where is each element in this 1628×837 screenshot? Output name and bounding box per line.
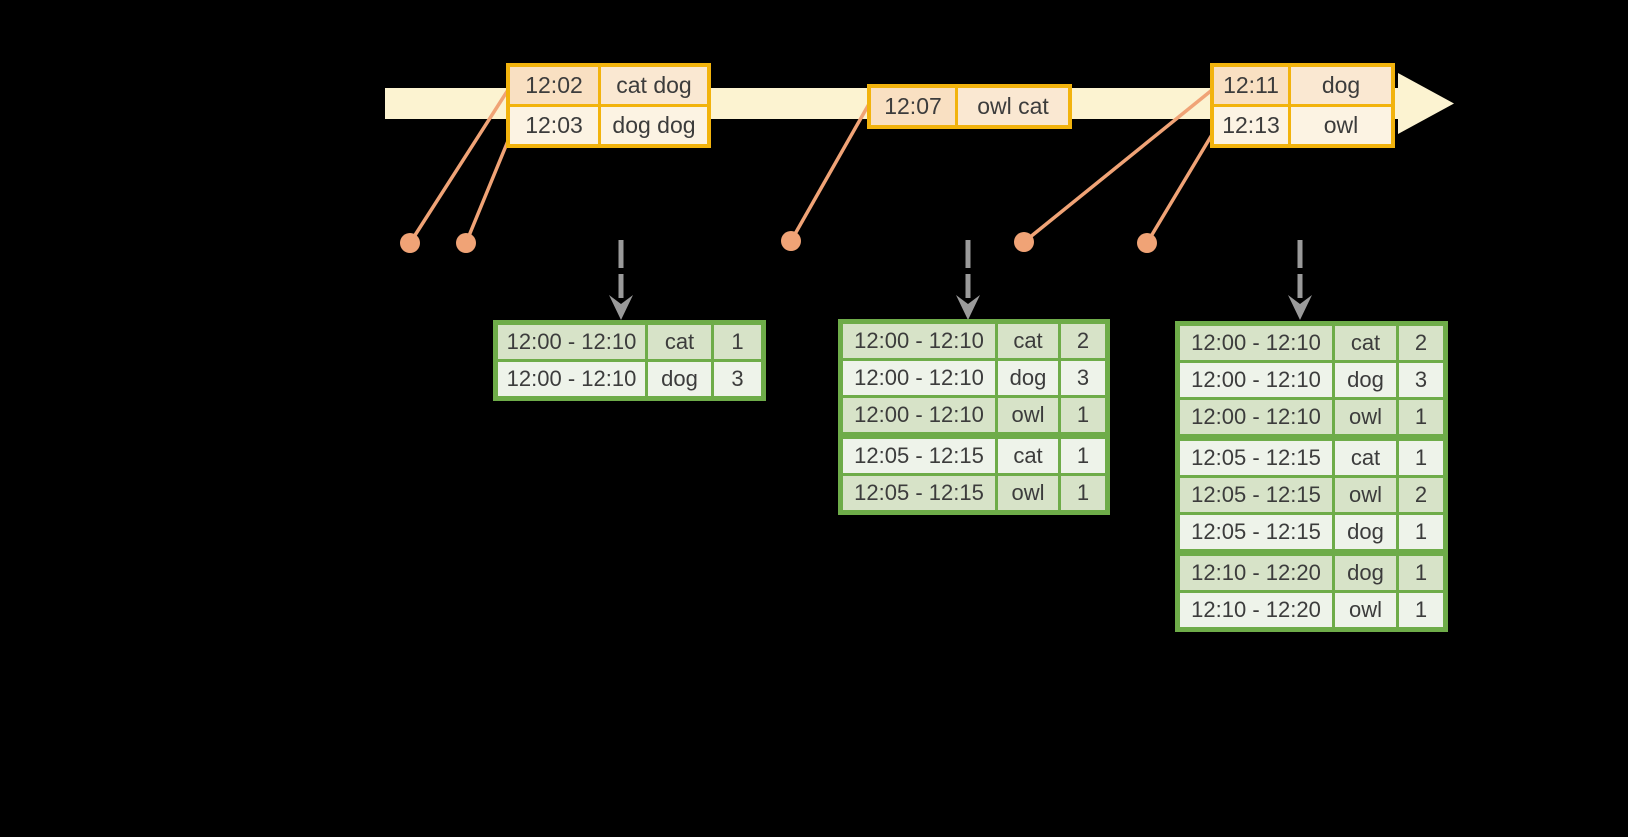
result-row: 12:00 - 12:10 owl 1 <box>843 395 1105 432</box>
input-events-table-3: 12:11 dog 12:13 owl <box>1210 63 1395 148</box>
input-events-table-2: 12:07 owl cat <box>867 84 1072 129</box>
result-table-3: 12:00 - 12:10 cat 2 12:00 - 12:10 dog 3 … <box>1175 321 1448 632</box>
window-range-cell: 12:10 - 12:20 <box>1180 593 1332 627</box>
word-cell: owl <box>995 398 1058 432</box>
event-connector-line <box>464 135 512 244</box>
event-time-cell: 12:03 <box>510 107 598 144</box>
window-range-cell: 12:00 - 12:10 <box>498 325 645 359</box>
result-table-2: 12:00 - 12:10 cat 2 12:00 - 12:10 dog 3 … <box>838 319 1110 515</box>
count-cell: 2 <box>1396 478 1443 512</box>
word-cell: dog <box>1332 363 1396 397</box>
event-dot <box>781 231 801 251</box>
window-range-cell: 12:00 - 12:10 <box>843 398 995 432</box>
count-cell: 3 <box>1058 361 1105 395</box>
result-row: 12:00 - 12:10 dog 3 <box>498 359 761 396</box>
result-row: 12:10 - 12:20 dog 1 <box>1180 549 1443 590</box>
input-events-table-1: 12:02 cat dog 12:03 dog dog <box>506 63 711 148</box>
trigger-arrow-icon <box>1288 240 1312 320</box>
result-row: 12:00 - 12:10 cat 1 <box>498 325 761 359</box>
count-cell: 3 <box>711 362 761 396</box>
event-words-cell: dog <box>1288 67 1391 104</box>
count-cell: 1 <box>1058 398 1105 432</box>
event-dot <box>1014 232 1034 252</box>
word-cell: cat <box>1332 441 1396 475</box>
event-row: 12:03 dog dog <box>510 104 707 144</box>
word-cell: owl <box>1332 400 1396 434</box>
window-range-cell: 12:05 - 12:15 <box>1180 441 1332 475</box>
event-time-cell: 12:11 <box>1214 67 1288 104</box>
trigger-arrow-icon <box>956 240 980 320</box>
result-row: 12:05 - 12:15 cat 1 <box>843 432 1105 473</box>
count-cell: 1 <box>1396 400 1443 434</box>
window-range-cell: 12:00 - 12:10 <box>1180 326 1332 360</box>
result-row: 12:05 - 12:15 cat 1 <box>1180 434 1443 475</box>
word-cell: dog <box>645 362 711 396</box>
window-range-cell: 12:10 - 12:20 <box>1180 556 1332 590</box>
word-cell: owl <box>995 476 1058 510</box>
count-cell: 2 <box>1396 326 1443 360</box>
window-range-cell: 12:00 - 12:10 <box>1180 363 1332 397</box>
word-cell: dog <box>995 361 1058 395</box>
event-dot <box>400 233 420 253</box>
result-row: 12:05 - 12:15 dog 1 <box>1180 512 1443 549</box>
result-row: 12:00 - 12:10 cat 2 <box>843 324 1105 358</box>
count-cell: 1 <box>1396 441 1443 475</box>
event-words-cell: cat dog <box>598 67 707 104</box>
count-cell: 1 <box>1396 515 1443 549</box>
result-row: 12:00 - 12:10 cat 2 <box>1180 326 1443 360</box>
event-row: 12:11 dog <box>1214 67 1391 104</box>
result-table-1: 12:00 - 12:10 cat 1 12:00 - 12:10 dog 3 <box>493 320 766 401</box>
event-time-cell: 12:07 <box>871 88 955 125</box>
trigger-arrow-icon <box>609 240 633 320</box>
window-range-cell: 12:05 - 12:15 <box>1180 515 1332 549</box>
window-range-cell: 12:05 - 12:15 <box>843 476 995 510</box>
word-cell: cat <box>995 439 1058 473</box>
count-cell: 1 <box>711 325 761 359</box>
result-row: 12:00 - 12:10 dog 3 <box>1180 360 1443 397</box>
count-cell: 3 <box>1396 363 1443 397</box>
word-cell: cat <box>1332 326 1396 360</box>
window-range-cell: 12:05 - 12:15 <box>843 439 995 473</box>
word-cell: cat <box>995 324 1058 358</box>
count-cell: 1 <box>1058 476 1105 510</box>
event-time-cell: 12:02 <box>510 67 598 104</box>
result-row: 12:05 - 12:15 owl 1 <box>843 473 1105 510</box>
word-cell: cat <box>645 325 711 359</box>
window-range-cell: 12:05 - 12:15 <box>1180 478 1332 512</box>
word-cell: owl <box>1332 593 1396 627</box>
word-cell: owl <box>1332 478 1396 512</box>
event-words-cell: owl cat <box>955 88 1068 125</box>
word-cell: dog <box>1332 515 1396 549</box>
event-dot <box>1137 233 1157 253</box>
event-connector-line <box>789 103 871 242</box>
result-row: 12:10 - 12:20 owl 1 <box>1180 590 1443 627</box>
event-row: 12:02 cat dog <box>510 67 707 104</box>
word-cell: dog <box>1332 556 1396 590</box>
window-range-cell: 12:00 - 12:10 <box>843 324 995 358</box>
result-row: 12:05 - 12:15 owl 2 <box>1180 475 1443 512</box>
event-dot <box>456 233 476 253</box>
count-cell: 1 <box>1058 439 1105 473</box>
event-words-cell: owl <box>1288 107 1391 144</box>
event-row: 12:13 owl <box>1214 104 1391 144</box>
window-range-cell: 12:00 - 12:10 <box>843 361 995 395</box>
event-connector-line <box>1145 132 1215 244</box>
event-words-cell: dog dog <box>598 107 707 144</box>
result-row: 12:00 - 12:10 dog 3 <box>843 358 1105 395</box>
window-range-cell: 12:00 - 12:10 <box>498 362 645 396</box>
event-time-cell: 12:13 <box>1214 107 1288 144</box>
count-cell: 1 <box>1396 556 1443 590</box>
count-cell: 2 <box>1058 324 1105 358</box>
result-row: 12:00 - 12:10 owl 1 <box>1180 397 1443 434</box>
event-row: 12:07 owl cat <box>871 88 1068 125</box>
window-range-cell: 12:00 - 12:10 <box>1180 400 1332 434</box>
count-cell: 1 <box>1396 593 1443 627</box>
